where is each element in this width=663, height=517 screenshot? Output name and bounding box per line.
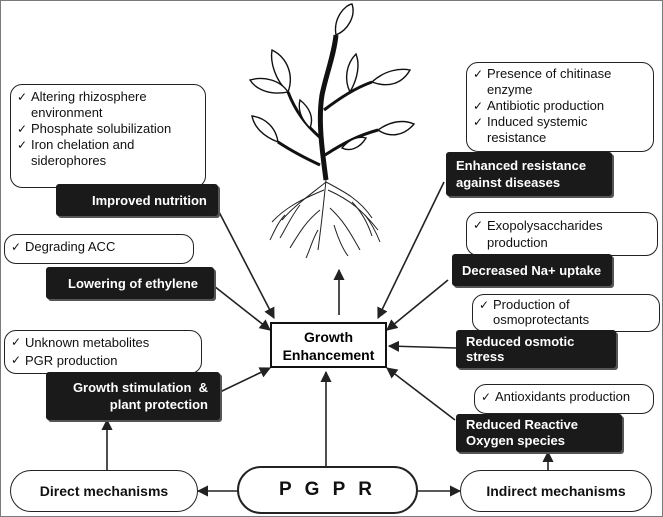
check-icon: ✓ xyxy=(479,298,490,312)
lowering-ethylene-label: Lowering of ethylene xyxy=(68,275,199,291)
nutrition-item-2: Phosphate solubilization xyxy=(31,121,172,136)
check-icon: ✓ xyxy=(17,122,28,136)
enhanced-resistance-box: Enhanced resistance against diseases xyxy=(446,152,612,196)
ros-items-box: ✓Antioxidants production xyxy=(474,384,654,414)
ethylene-items-box: ✓Degrading ACC xyxy=(4,234,194,264)
growth-stimulation-box: Growth stimulation & plant protection xyxy=(46,372,220,420)
decreased-na-uptake-box: Decreased Na+ uptake xyxy=(452,254,612,286)
list-item: ✓Unknown metabolites xyxy=(11,334,195,352)
check-icon: ✓ xyxy=(473,99,484,113)
reduced-ros-box: Reduced Reactive Oxygen species xyxy=(456,414,622,452)
improved-nutrition-label: Improved nutrition xyxy=(92,192,207,208)
list-item: ✓Production of osmoprotectants xyxy=(479,297,653,327)
plant-roots xyxy=(269,179,381,259)
sodium-item-1: Exopolysaccharides production xyxy=(487,218,603,250)
stress-label: stress xyxy=(466,349,505,364)
nutrition-item-1: Altering rhizosphere environment xyxy=(31,89,147,120)
improved-nutrition-box: Improved nutrition xyxy=(56,184,218,216)
reduced-reactive-label: Reduced Reactive xyxy=(466,417,578,432)
arrows-to-center xyxy=(213,181,457,468)
list-item: ✓Induced systemic resistance xyxy=(473,114,647,146)
direct-mechanisms-oval: Direct mechanisms xyxy=(10,470,198,512)
check-icon: ✓ xyxy=(481,390,492,404)
decreased-na-uptake-label: Decreased Na+ uptake xyxy=(462,262,602,278)
growth-enhancement-line2: Enhancement xyxy=(282,347,375,363)
list-item: ✓Presence of chitinase enzyme xyxy=(473,66,647,98)
sodium-items-box: ✓Exopolysaccharides production xyxy=(466,212,658,256)
stimulation-item-2: PGR production xyxy=(25,353,118,368)
resistance-item-2: Antibiotic production xyxy=(487,98,605,113)
direct-mechanisms-label: Direct mechanisms xyxy=(39,483,169,499)
list-item: ✓PGR production xyxy=(11,352,195,370)
nutrition-items-box: ✓Altering rhizosphere environment ✓Phosp… xyxy=(10,84,206,188)
list-item: ✓Degrading ACC xyxy=(11,239,187,255)
arrows-mechanisms xyxy=(101,418,554,497)
plant-protection-label: plant protection xyxy=(109,397,208,412)
ethylene-item-1: Degrading ACC xyxy=(25,239,116,254)
list-item: ✓Antibiotic production xyxy=(473,98,647,114)
growth-enhancement-line1: Growth xyxy=(304,329,353,345)
osmotic-items-box: ✓Production of osmoprotectants xyxy=(472,294,660,332)
list-item: ✓Exopolysaccharides production xyxy=(473,217,651,251)
stimulation-items-box: ✓Unknown metabolites ✓PGR production xyxy=(4,330,202,374)
check-icon: ✓ xyxy=(11,240,22,254)
ros-item-1: Antioxidants production xyxy=(495,389,631,404)
plant-illustration xyxy=(248,3,416,181)
list-item: ✓Altering rhizosphere environment xyxy=(17,89,199,121)
stimulation-item-1: Unknown metabolites xyxy=(25,335,150,350)
list-item: ✓Antioxidants production xyxy=(481,389,647,405)
indirect-mechanisms-oval: Indirect mechanisms xyxy=(460,470,652,512)
enhanced-resistance-label: Enhanced resistance xyxy=(456,158,587,173)
reduced-osmotic-label: Reduced osmotic xyxy=(466,334,575,349)
check-icon: ✓ xyxy=(11,353,22,367)
check-icon: ✓ xyxy=(473,115,484,129)
reduced-osmotic-stress-box: Reduced osmotic stress xyxy=(456,330,616,368)
list-item: ✓Iron chelation and siderophores xyxy=(17,137,199,169)
growth-stimulation-label: Growth stimulation & xyxy=(72,380,208,395)
resistance-item-1: Presence of chitinase enzyme xyxy=(487,66,612,97)
oxygen-species-label: Oxygen species xyxy=(466,433,565,448)
check-icon: ✓ xyxy=(473,67,484,81)
check-icon: ✓ xyxy=(17,90,28,104)
indirect-mechanisms-label: Indirect mechanisms xyxy=(486,483,626,499)
resistance-item-3: Induced systemic resistance xyxy=(487,114,588,145)
resistance-items-box: ✓Presence of chitinase enzyme ✓Antibioti… xyxy=(466,62,654,152)
osmotic-item-1: Production of osmoprotectants xyxy=(493,297,590,327)
growth-enhancement-box: Growth Enhancement xyxy=(270,322,387,368)
check-icon: ✓ xyxy=(11,335,22,349)
against-diseases-label: against diseases xyxy=(456,175,561,190)
pgpr-label: P G P R xyxy=(279,479,376,500)
nutrition-item-3: Iron chelation and siderophores xyxy=(31,137,135,168)
lowering-ethylene-box: Lowering of ethylene xyxy=(46,267,214,299)
check-icon: ✓ xyxy=(473,218,484,232)
list-item: ✓Phosphate solubilization xyxy=(17,121,199,137)
pgpr-oval: P G P R xyxy=(237,466,418,514)
check-icon: ✓ xyxy=(17,138,28,152)
